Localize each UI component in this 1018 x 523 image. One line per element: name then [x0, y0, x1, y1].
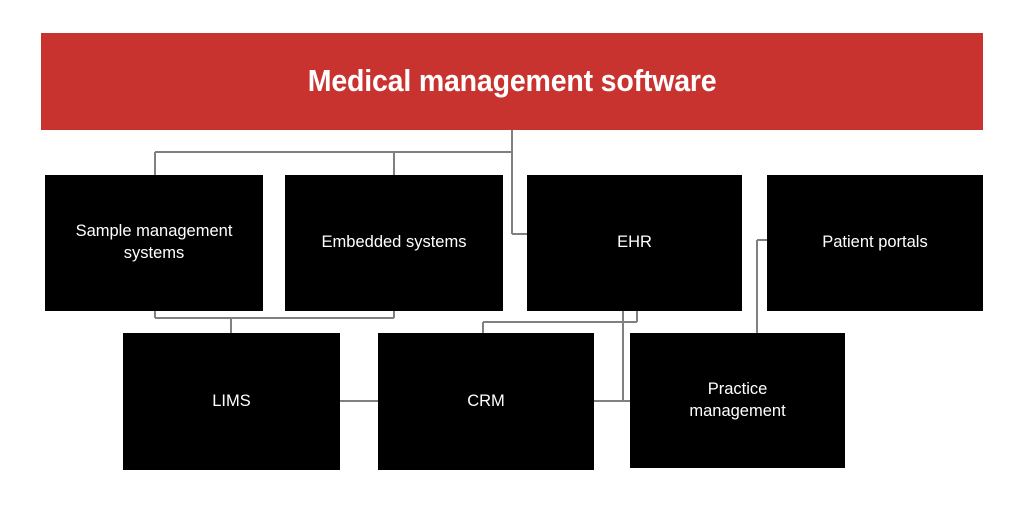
node-label: EHR: [617, 233, 652, 252]
node-label: LIMS: [212, 391, 251, 410]
node-ehr[interactable]: EHR: [527, 175, 742, 311]
node-label: CRM: [467, 391, 505, 410]
node-label: Embedded systems: [321, 233, 467, 252]
node-practice-management[interactable]: Practice management: [630, 333, 845, 468]
node-sample-management-systems[interactable]: Sample management systems: [45, 175, 263, 311]
node-label: Sample management systems: [75, 222, 233, 262]
node-embedded-systems[interactable]: Embedded systems: [285, 175, 503, 311]
node-label: Patient portals: [822, 233, 928, 252]
node-lims[interactable]: LIMS: [123, 333, 340, 470]
root-node-medical-management-software[interactable]: Medical management software: [41, 33, 983, 130]
node-label: Practice management: [689, 379, 786, 420]
node-crm[interactable]: CRM: [378, 333, 594, 470]
node-patient-portals[interactable]: Patient portals: [767, 175, 983, 311]
root-node-label: Medical management software: [307, 63, 717, 99]
